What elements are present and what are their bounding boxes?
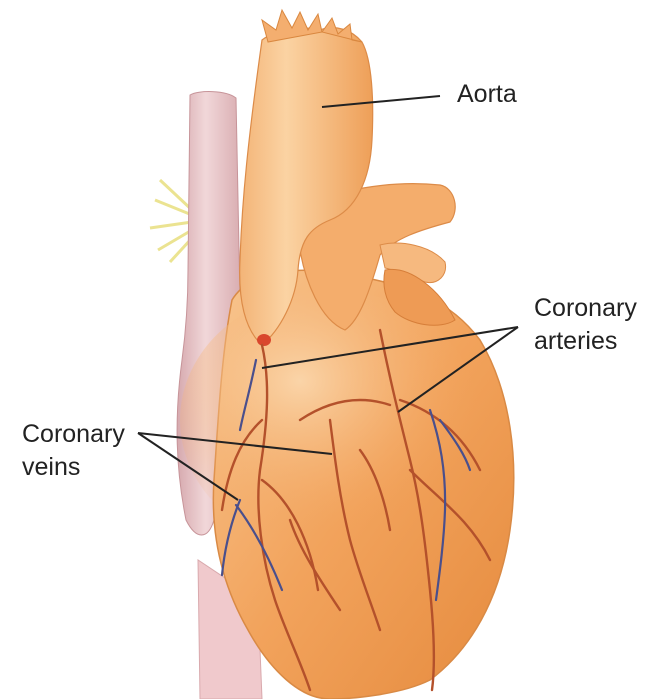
label-aorta-text: Aorta xyxy=(457,78,517,111)
label-coronary-veins-line1: Coronary xyxy=(22,418,125,451)
label-coronary-veins: Coronary veins xyxy=(22,418,125,484)
coronary-ostium xyxy=(257,334,271,346)
label-coronary-arteries: Coronary arteries xyxy=(534,292,637,358)
label-coronary-arteries-line2: arteries xyxy=(534,325,637,358)
label-aorta: Aorta xyxy=(457,78,517,111)
nerve-fibres xyxy=(150,180,192,262)
label-coronary-arteries-line1: Coronary xyxy=(534,292,637,325)
label-coronary-veins-line2: veins xyxy=(22,451,125,484)
